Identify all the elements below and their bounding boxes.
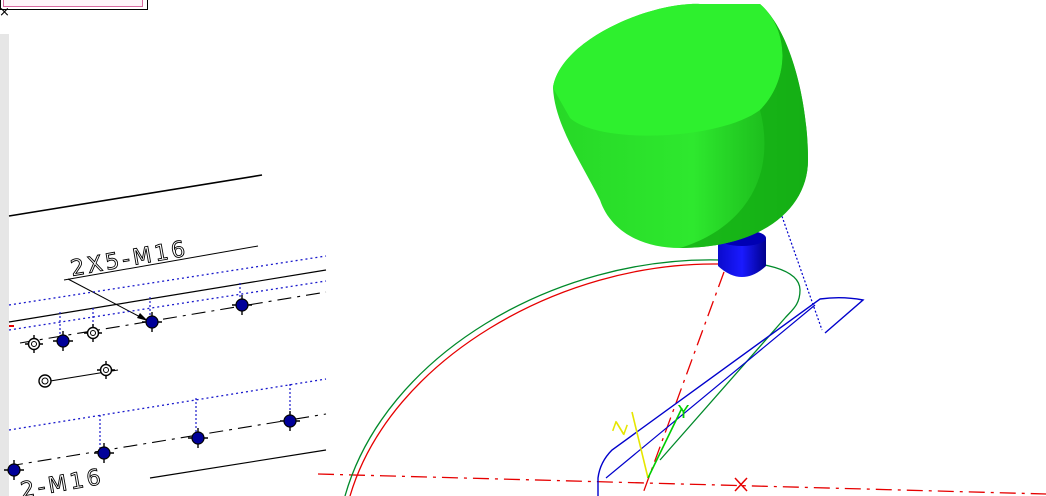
tool-axis-line — [641, 271, 725, 496]
axis-triad: Z Y — [609, 402, 690, 479]
leader-arrowhead — [137, 313, 148, 321]
hole-center-line — [19, 291, 327, 344]
threaded-hole-icon — [97, 361, 115, 379]
threaded-hole-icon — [188, 428, 208, 448]
threaded-hole-icon — [4, 460, 24, 480]
threaded-hole-icon — [232, 295, 252, 315]
z-axis-line — [631, 411, 649, 479]
threaded-hole-icon — [25, 335, 43, 353]
thread-callout-upper: 2X5-M16 — [69, 237, 191, 282]
toolpath-view: Z Y — [317, 3, 1046, 496]
close-icon[interactable]: × — [0, 5, 10, 20]
threaded-hole-icon — [94, 443, 114, 463]
part-drawing: 2X5-M16 — [4, 174, 327, 496]
y-axis-label: Y — [677, 402, 690, 423]
toolpath-green — [344, 259, 801, 496]
centerline-horizontal — [317, 473, 1046, 495]
thread-callout-lower: 2-M16 — [19, 465, 106, 496]
construction-line — [8, 280, 327, 331]
leader-line — [67, 278, 147, 321]
threaded-hole-icon — [38, 374, 52, 388]
tool-boundary-dotted — [777, 204, 823, 331]
part-profile-blue-inner — [605, 304, 816, 479]
construction-line — [8, 255, 327, 306]
y-axis-line — [647, 407, 683, 479]
hole-row-line — [8, 269, 327, 323]
toolbar-field[interactable] — [3, 0, 143, 7]
z-axis-label: Z — [609, 419, 633, 438]
threaded-hole-icon — [84, 324, 102, 342]
threaded-hole-icon — [53, 331, 73, 351]
drawing-edge-line — [8, 174, 263, 217]
part-profile-blue — [597, 297, 865, 496]
viewport-left-edge — [0, 34, 9, 496]
hole-row-line — [149, 449, 327, 479]
hole-center-line — [8, 413, 327, 467]
construction-line — [8, 378, 327, 431]
toolpath-red — [349, 263, 719, 496]
callout-underline — [63, 245, 259, 281]
tool-body[interactable] — [553, 3, 808, 248]
x-origin-marker — [734, 477, 748, 492]
toolbar-strip[interactable] — [0, 0, 148, 10]
threaded-hole-icon — [280, 411, 300, 431]
threaded-hole-icon — [142, 312, 162, 332]
